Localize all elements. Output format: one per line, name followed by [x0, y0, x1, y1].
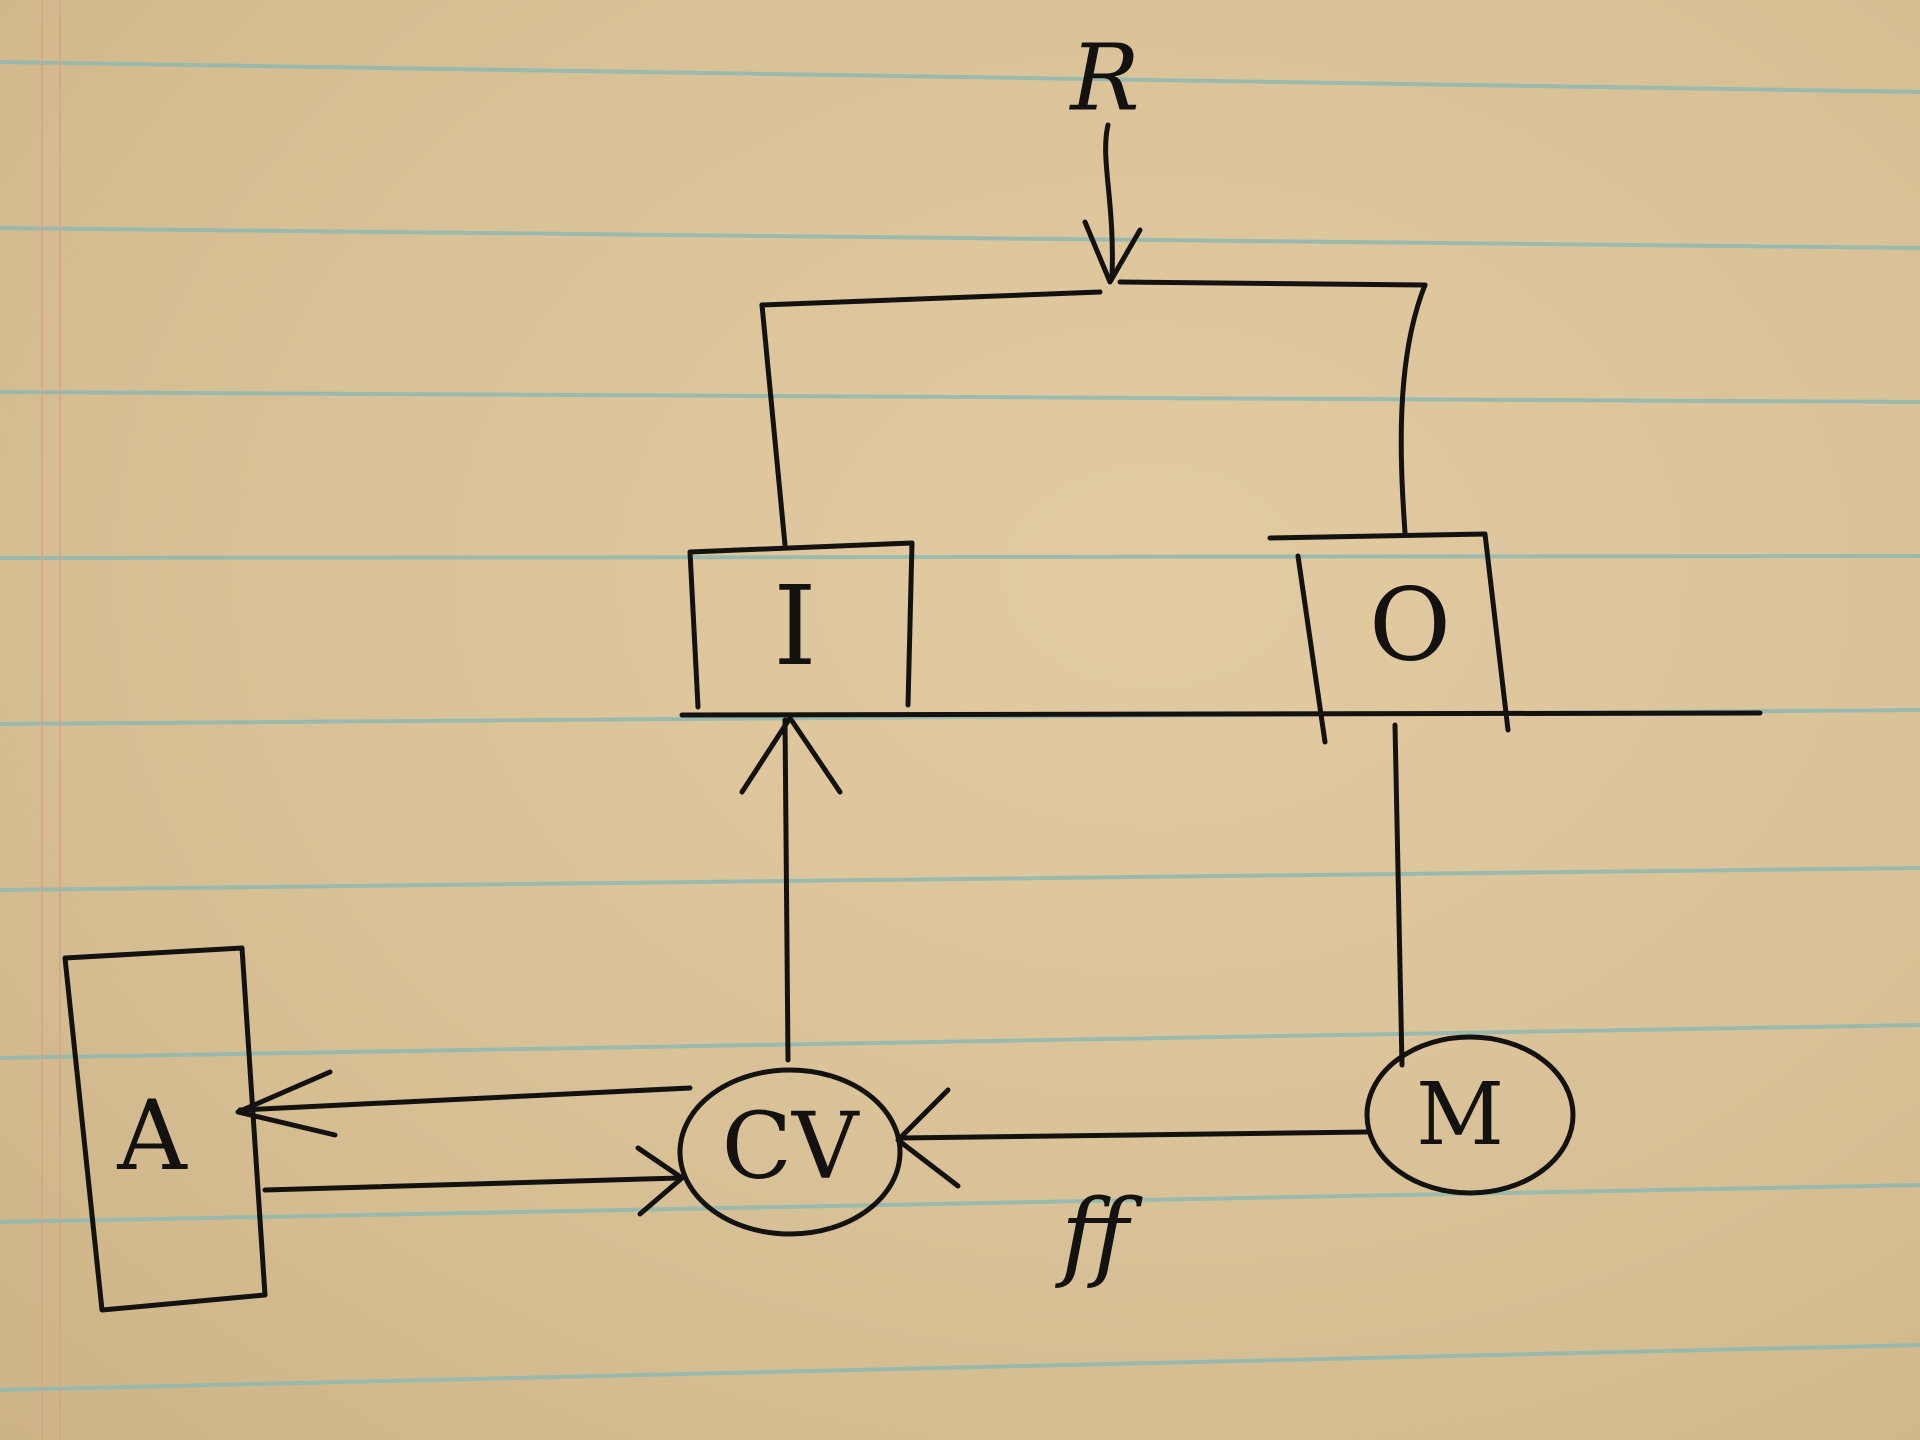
rule-line: [0, 226, 1920, 250]
rule-line: [0, 1023, 1920, 1060]
top-bar: [759, 279, 1428, 308]
arrowhead-cv-right: [895, 1087, 961, 1189]
arrowhead-a: [235, 1069, 338, 1138]
rule-line: [0, 60, 1920, 94]
rule-line: [0, 390, 1920, 404]
m-node: [1364, 1034, 1576, 1196]
label-m: M: [1416, 1065, 1504, 1165]
rule-line: [0, 866, 1920, 892]
line-bar-to-o: [1398, 282, 1428, 536]
arrow-m-to-cv: [897, 1129, 1371, 1141]
arrowhead-cv-lower: [635, 1145, 685, 1217]
label-o: O: [1369, 567, 1451, 684]
baseline: [679, 710, 1763, 718]
arrow-a-to-cv: [262, 1175, 683, 1193]
label-i: I: [773, 562, 816, 690]
arrow-r-to-bar: [1103, 122, 1115, 281]
line-bar-to-i: [759, 302, 788, 548]
arrowhead-i: [739, 715, 843, 795]
line-o-to-m: [1392, 722, 1405, 1068]
arrow-cv-to-i: [782, 717, 791, 1063]
label-r: R: [1068, 25, 1139, 132]
label-a: A: [116, 1080, 188, 1192]
rule-line: [0, 1183, 1920, 1224]
rule-line: [0, 1343, 1920, 1392]
a-rectangle: [62, 945, 268, 1313]
o-box: [1267, 531, 1511, 745]
arrowhead-r: [1082, 219, 1143, 285]
cv-node: [677, 1067, 903, 1237]
arrow-cv-to-a: [237, 1085, 693, 1113]
label-cv: CV: [722, 1093, 860, 1200]
i-box: [687, 540, 915, 710]
label-ff: ff: [1055, 1179, 1143, 1291]
rule-line: [0, 554, 1920, 560]
